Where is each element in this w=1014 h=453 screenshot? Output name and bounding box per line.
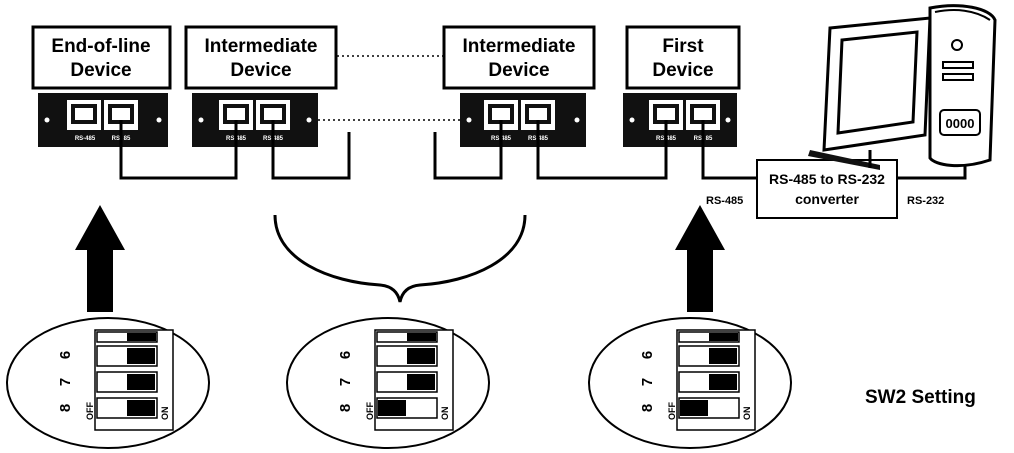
arrow-up-icon-left bbox=[75, 205, 125, 312]
intermediate-2-title-1: Intermediate bbox=[463, 36, 576, 57]
dip-int-num-7: 7 bbox=[337, 378, 354, 386]
dip-end-num-8: 8 bbox=[57, 404, 74, 412]
end-port-left-label: RS-485 bbox=[75, 136, 96, 142]
converter-left-label: RS-485 bbox=[706, 195, 743, 207]
intermediate-2-title-2: Device bbox=[488, 60, 549, 81]
intermediate-1-title-1: Intermediate bbox=[205, 36, 318, 57]
first-device-plate: RS 485 RS- 85 bbox=[623, 93, 737, 147]
converter-title-2: converter bbox=[795, 191, 859, 207]
sw2-setting-label: SW2 Setting bbox=[865, 387, 976, 408]
intermediate-device-box-2: Intermediate Device bbox=[442, 25, 596, 90]
dip-end-on-label: ON bbox=[160, 407, 170, 421]
dip-int-num-6: 6 bbox=[337, 351, 354, 359]
end-device-title-1: End-of-line bbox=[51, 36, 150, 57]
dip-switch-first: 6 7 8 OFF ON bbox=[588, 317, 792, 449]
end-device-title-2: Device bbox=[70, 60, 131, 81]
converter-title-1: RS-485 to RS-232 bbox=[769, 171, 885, 187]
cable-int1-out bbox=[271, 120, 351, 180]
arrow-up-icon-right bbox=[675, 205, 725, 312]
converter-right-label: RS-232 bbox=[907, 195, 944, 207]
intermediate-1-plate: RS 485 RS 485 bbox=[192, 93, 318, 147]
intermediate-1-title-2: Device bbox=[230, 60, 291, 81]
dip-end-num-7: 7 bbox=[57, 378, 74, 386]
end-of-line-device-box: End-of-line Device bbox=[31, 25, 172, 90]
dip-int-num-8: 8 bbox=[337, 404, 354, 412]
dip-first-num-8: 8 bbox=[639, 404, 656, 412]
cable-first-to-converter bbox=[701, 120, 757, 180]
end-device-plate: RS-485 RS- 85 bbox=[38, 93, 168, 147]
cable-int2-to-first bbox=[536, 120, 668, 180]
cable-end-to-int1 bbox=[119, 120, 238, 180]
first-device-box: First Device bbox=[625, 25, 741, 90]
intermediate-device-box-1: Intermediate Device bbox=[184, 25, 338, 90]
dip-switch-end: 6 7 8 OFF ON bbox=[6, 317, 210, 449]
computer-icon: 0000 bbox=[808, 4, 997, 170]
dip-int-off-label: OFF bbox=[365, 402, 375, 420]
dip-first-num-6: 6 bbox=[639, 351, 656, 359]
dip-end-off-label: OFF bbox=[85, 402, 95, 420]
dip-switch-intermediate: 6 7 8 OFF ON bbox=[286, 317, 490, 449]
dip-first-on-label: ON bbox=[742, 407, 752, 421]
dip-first-off-label: OFF bbox=[667, 402, 677, 420]
first-device-title-1: First bbox=[662, 36, 704, 57]
intermediate-brace bbox=[273, 214, 527, 303]
cable-int2-in bbox=[433, 120, 503, 180]
dip-end-num-6: 6 bbox=[57, 351, 74, 359]
first-device-title-2: Device bbox=[652, 60, 713, 81]
tower-label: 0000 bbox=[946, 116, 975, 131]
dip-int-on-label: ON bbox=[440, 407, 450, 421]
converter-box: RS-485 to RS-232 converter RS-485 RS-232 bbox=[706, 159, 944, 219]
dip-first-num-7: 7 bbox=[639, 378, 656, 386]
intermediate-2-plate: RS 485 RS 485 bbox=[460, 93, 586, 147]
